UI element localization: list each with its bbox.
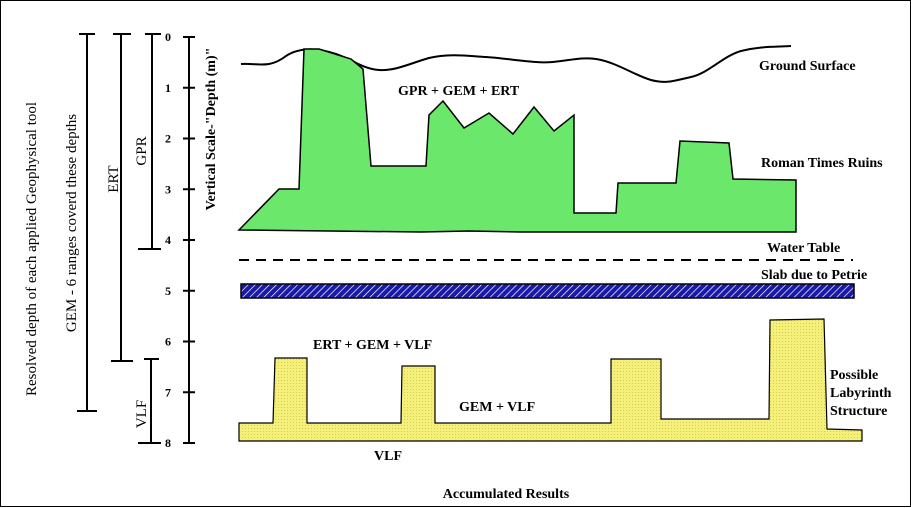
vlf-label: VLF (134, 400, 150, 428)
gem-range-bracket (77, 33, 97, 412)
depth-tick-label: 8 (165, 436, 171, 450)
ground-surface-label: Ground Surface (759, 59, 856, 74)
slab-bar (240, 283, 855, 299)
vertical-scale-label: Vertical Scale-"Depth (m)" (204, 48, 219, 211)
gem-vlf-label: GEM + VLF (459, 400, 535, 415)
possible-label: Possible (830, 368, 878, 383)
vlf-bottom-label: VLF (374, 449, 402, 464)
gpr-range-bracket (138, 33, 161, 250)
roman-ruins-label: Roman Times Ruins (761, 156, 883, 171)
gpr-gem-ert-label: GPR + GEM + ERT (398, 84, 520, 99)
depth-tick-label: 7 (165, 385, 171, 399)
ert-gem-vlf-label: ERT + GEM + VLF (313, 338, 432, 353)
depth-tick-label: 4 (165, 233, 171, 247)
depth-axis: 0 1 2 3 4 5 6 7 8 (165, 30, 195, 450)
water-table-label: Water Table (767, 241, 840, 256)
ert-range-bracket (111, 33, 133, 362)
ert-label: ERT (106, 165, 122, 192)
depth-tick-label: 1 (165, 81, 171, 95)
footer-title: Accumulated Results (443, 487, 570, 502)
depth-tick-label: 0 (165, 30, 171, 44)
depth-tick-label: 5 (165, 284, 171, 298)
structure-label: Structure (830, 404, 887, 419)
gem-ranges-label: GEM - 6 ranges coverd these depths (64, 114, 80, 332)
depth-tick-label: 6 (165, 335, 171, 349)
vlf-range-bracket (138, 358, 161, 444)
depth-tick-label: 2 (165, 132, 171, 146)
gpr-label: GPR (134, 136, 150, 165)
slab-label: Slab due to Petrie (761, 268, 867, 283)
labyrinth-label: Labyrinth (830, 386, 892, 401)
depth-tick-label: 3 (165, 182, 171, 196)
resolved-depth-label: Resolved depth of each applied Geophysic… (24, 102, 40, 396)
labyrinth-structure-area (238, 318, 863, 442)
roman-ruins-area (237, 48, 797, 233)
